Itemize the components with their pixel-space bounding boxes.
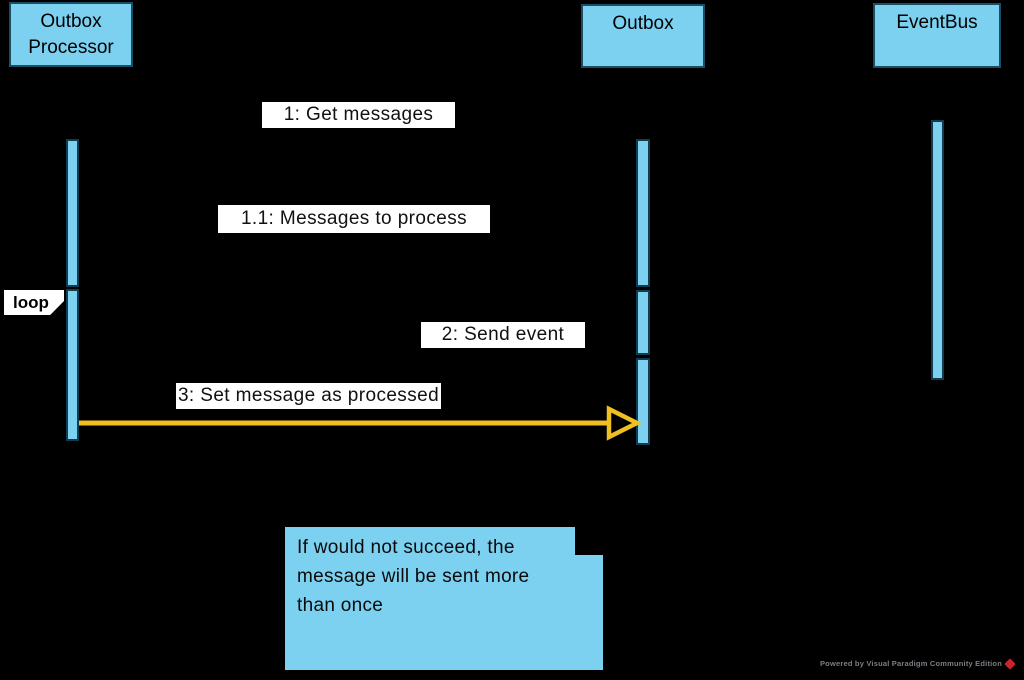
participant-outbox-processor-label: Outbox Processor: [28, 10, 114, 58]
message-text: 1.1: Messages to process: [240, 208, 468, 229]
note-shape: [285, 527, 603, 670]
activation-bar: [931, 120, 944, 380]
participant-outbox-processor: Outbox Processor: [9, 2, 133, 67]
visual-paradigm-logo-icon: [1004, 657, 1016, 670]
participant-outbox: Outbox: [581, 4, 705, 68]
participant-eventbus: EventBus: [873, 3, 1001, 68]
message-label-messages-to-process: 1.1: Messages to process: [218, 205, 490, 233]
loop-fragment-label: loop: [4, 290, 64, 315]
activation-bar: [636, 290, 650, 355]
note-text: If would not succeed, the message will b…: [297, 537, 530, 616]
message-text: 1: Get messages: [283, 104, 434, 125]
activation-bar: [66, 289, 79, 441]
message-label-send-event: 2: Send event: [421, 322, 585, 348]
activation-bar: [66, 139, 79, 287]
activation-bar: [636, 139, 650, 287]
watermark-text: Powered by Visual Paradigm Community Edi…: [819, 659, 1002, 668]
message-arrow-set-message-processed: [79, 405, 641, 441]
participant-outbox-label: Outbox: [612, 13, 674, 34]
message-text: 3: Set message as processed: [177, 385, 440, 406]
message-label-get-messages: 1: Get messages: [262, 102, 455, 128]
participant-eventbus-label: EventBus: [896, 12, 978, 33]
loop-operator: loop: [13, 292, 49, 312]
message-label-set-message-processed: 3: Set message as processed: [176, 383, 441, 409]
message-text: 2: Send event: [441, 324, 565, 345]
watermark: Powered by Visual Paradigm Community Edi…: [819, 657, 1016, 670]
